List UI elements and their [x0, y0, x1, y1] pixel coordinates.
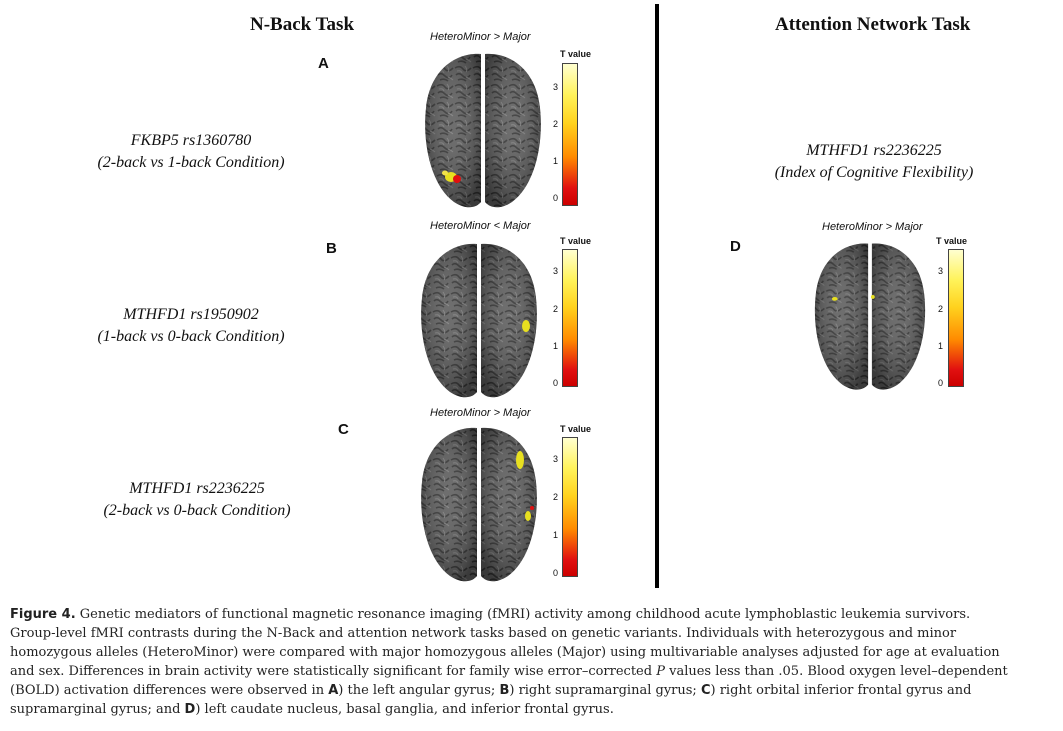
- panel-letter-b: B: [326, 240, 337, 257]
- activation-blob: [831, 296, 838, 301]
- caption-line-6a: supramarginal gyrus; and: [10, 702, 185, 717]
- colorbar-tick: 2: [553, 119, 559, 129]
- panel-a-condition: (2-back vs 1-back Condition): [97, 154, 285, 171]
- colorbar-tick: 1: [553, 341, 559, 351]
- panel-d-gene: MTHFD1 rs2236225: [806, 142, 942, 159]
- panel-a-colorbar-title: T value: [560, 49, 592, 59]
- panel-c-brain-image: [414, 420, 544, 588]
- panel-letter-a: A: [318, 55, 329, 72]
- panel-a-contrast: HeteroMinor > Major: [430, 31, 531, 43]
- panel-b-colorbar-title: T value: [560, 236, 592, 246]
- caption-line-4b: values less than .05. Blood oxygen level…: [664, 664, 1008, 679]
- panel-d-condition: (Index of Cognitive Flexibility): [774, 164, 974, 181]
- panel-c-contrast: HeteroMinor > Major: [430, 407, 531, 419]
- caption-line-2: Group-level fMRI contrasts during the N-…: [10, 626, 957, 641]
- panel-d-contrast: HeteroMinor > Major: [822, 221, 923, 233]
- caption-line-6b: ) left caudate nucleus, basal ganglia, a…: [195, 702, 614, 717]
- colorbar-tick: 2: [553, 304, 559, 314]
- colorbar-tick: 2: [553, 492, 559, 502]
- caption-ref-c: C: [700, 683, 711, 698]
- caption-line-5a: (BOLD) activation differences were obser…: [10, 683, 329, 698]
- activation-blob: [525, 511, 531, 521]
- panel-c-label: MTHFD1 rs2236225 (2-back vs 0-back Condi…: [66, 478, 328, 522]
- colorbar-tick: 3: [938, 266, 944, 276]
- panel-letter-c: C: [338, 421, 349, 438]
- caption-ref-a: A: [328, 683, 339, 698]
- figure-caption: Figure 4. Genetic mediators of functiona…: [10, 605, 1055, 719]
- activation-blob: [516, 451, 524, 469]
- panel-c-colorbar-title: T value: [560, 424, 592, 434]
- panel-d-label: MTHFD1 rs2236225 (Index of Cognitive Fle…: [740, 140, 1008, 184]
- panel-b-gene: MTHFD1 rs1950902: [123, 306, 259, 323]
- caption-line-5b: ) the left angular gyrus;: [338, 683, 500, 698]
- colorbar-tick: 0: [553, 193, 559, 203]
- colorbar-tick: 3: [553, 454, 559, 464]
- panel-a-colorbar: [562, 63, 578, 206]
- activation-blob: [870, 295, 875, 299]
- colorbar-tick: 2: [938, 304, 944, 314]
- panel-b-condition: (1-back vs 0-back Condition): [97, 328, 285, 345]
- n-back-task-title: N-Back Task: [250, 14, 355, 35]
- panel-d-colorbar-title: T value: [936, 236, 968, 246]
- panel-b-colorbar: [562, 249, 578, 387]
- caption-p: P: [656, 664, 665, 679]
- panel-letter-d: D: [730, 238, 741, 255]
- colorbar-tick: 0: [553, 568, 559, 578]
- caption-line-5c: ) right supramarginal gyrus;: [509, 683, 701, 698]
- panel-d-colorbar: [948, 249, 964, 387]
- panel-a-gene: FKBP5 rs1360780: [130, 132, 252, 149]
- caption-line-3: homozygous alleles (HeteroMinor) were co…: [10, 645, 1000, 660]
- caption-ref-b: B: [499, 683, 510, 698]
- activation-blob: [522, 320, 530, 332]
- panel-d-brain-image: [805, 236, 935, 396]
- caption-line-5d: ) right orbital inferior frontal gyrus a…: [710, 683, 972, 698]
- panel-c-gene: MTHFD1 rs2236225: [129, 480, 265, 497]
- panel-b-label: MTHFD1 rs1950902 (1-back vs 0-back Condi…: [60, 304, 322, 348]
- colorbar-tick: 0: [938, 378, 944, 388]
- section-divider: [655, 4, 659, 588]
- panel-c-condition: (2-back vs 0-back Condition): [103, 502, 291, 519]
- colorbar-tick: 1: [553, 530, 559, 540]
- panel-a-label: FKBP5 rs1360780 (2-back vs 1-back Condit…: [60, 130, 322, 174]
- figure-label: Figure 4.: [10, 607, 76, 622]
- attention-network-task-title: Attention Network Task: [775, 14, 971, 35]
- caption-ref-d: D: [184, 702, 196, 717]
- panel-c-colorbar: [562, 437, 578, 577]
- colorbar-tick: 1: [553, 156, 559, 166]
- panel-b-contrast: HeteroMinor < Major: [430, 220, 531, 232]
- panel-b-brain-image: [414, 236, 544, 404]
- colorbar-tick: 1: [938, 341, 944, 351]
- colorbar-tick: 0: [553, 378, 559, 388]
- caption-line-4a: and sex. Differences in brain activity w…: [10, 664, 657, 679]
- colorbar-tick: 3: [553, 82, 559, 92]
- panel-a-brain-image: [418, 46, 548, 214]
- caption-line-1: Genetic mediators of functional magnetic…: [79, 607, 971, 622]
- colorbar-tick: 3: [553, 266, 559, 276]
